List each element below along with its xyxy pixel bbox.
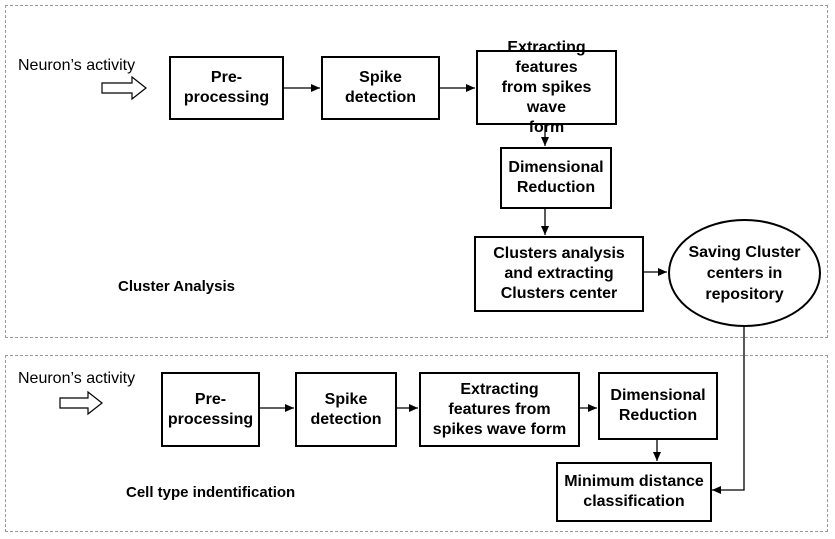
preprocessing-box-top: Pre- processing [169,56,284,120]
spike-detection-box-bottom: Spike detection [295,372,397,447]
cluster-analysis-panel [5,5,828,338]
extract-features-box-top: Extracting features from spikes wave for… [476,39,617,136]
clusters-analysis-box: Clusters analysis and extracting Cluster… [474,236,644,312]
dimensional-reduction-box-top: Dimensional Reduction [500,147,612,209]
extract-features-box-bottom: Extracting features from spikes wave for… [419,372,580,447]
spike-detection-box-top: Spike detection [321,56,440,120]
section-label-cluster-analysis: Cluster Analysis [118,278,235,295]
minimum-distance-classification-box: Minimum distance classification [556,462,712,522]
arrow-saving-to-classification [712,327,745,494]
input-label-bottom: Neuron’s activity [18,370,136,387]
input-label-top: Neuron’s activity [18,57,136,74]
input-arrow-bottom [59,390,103,416]
saving-cluster-centers-ellipse: Saving Cluster centers in repository [668,219,821,327]
section-label-cell-type: Cell type indentification [126,484,296,501]
cell-type-identification-panel [5,355,828,532]
input-arrow-top [101,75,147,101]
preprocessing-box-bottom: Pre- processing [161,372,260,447]
dimensional-reduction-box-bottom: Dimensional Reduction [598,372,718,440]
